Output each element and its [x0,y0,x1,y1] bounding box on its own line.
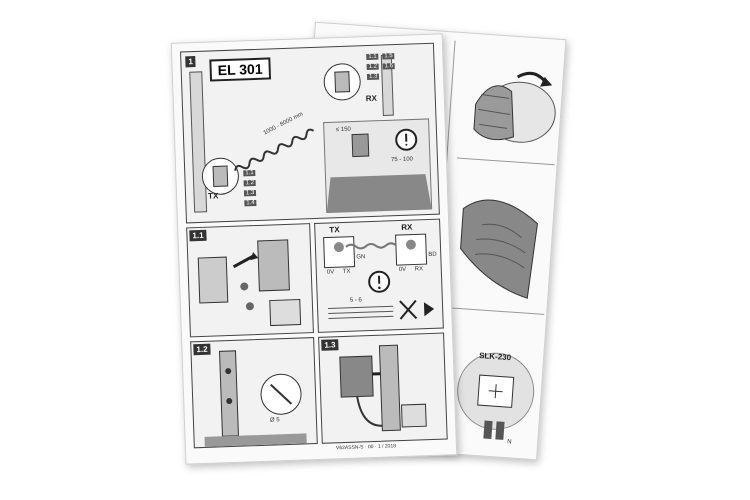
panel-1-3-label: 1.3 [321,339,339,351]
tx-ref: 1.3 [243,189,257,197]
panel-1-1: 1.1 [186,223,314,338]
footer-code: V62ASSN-S · 00 · 1 / 2018 [335,443,397,452]
tx-ref: 1.2 [243,179,257,187]
wiring-tx-label: TX [329,225,340,235]
terminal-0v-tx: 0V [326,269,335,276]
wiring-rx-label: RX [401,222,413,232]
dim-side: 75 - 100 [390,156,414,164]
terminal-tx: TX [342,268,351,276]
panel-1-3: 1.3 [318,332,448,444]
rx-label: RX [365,93,378,104]
tx-ref: 1.1 [243,169,256,177]
panel-wiring: TX RX GN BD 0V TX 0V RX 5 - 6 [314,218,444,333]
rx-ref: 1.5 [382,53,395,60]
tx-ref: 1.4 [244,199,257,207]
back-sheet-illustrations [426,40,556,444]
front-sheet: 1 EL 301 1000 - 8000 mm TX RX 1.1 1.5 1.… [170,33,458,465]
panel-1-2: 1.2 Ø 5 [190,337,318,449]
back-sheet: SLK-230 N [285,21,567,461]
wire-bd: BD [428,251,437,259]
panel-overview: 1 EL 301 1000 - 8000 mm TX RX 1.1 1.5 1.… [180,42,440,224]
wire-gn: GN [356,254,366,261]
step-number-badge: 1 [185,56,197,68]
dim-top: ≤ 150 [335,126,351,134]
drill-size: Ø 5 [269,417,280,424]
rx-ref: 1.2 [366,63,380,71]
drilling-illustration [204,350,307,447]
bracket-assembly-illustration [197,239,302,327]
tx-label: TX [207,191,219,201]
wiring-diagram [323,233,435,320]
rx-ref: 1.3 [366,73,380,81]
rx-ref: 1.1 [366,53,379,61]
product-title: EL 301 [209,57,271,82]
terminal-rx: RX [414,266,424,273]
overview-illustration [189,54,433,214]
panel-1-2-label: 1.2 [193,343,211,356]
pin-label: N [506,439,512,446]
terminal-0v-rx: 0V [398,266,407,274]
mounting-illustration [339,344,427,432]
strip-length: 5 - 6 [349,297,362,304]
panel-1-1-label: 1.1 [189,229,207,242]
rx-ref: 1.6 [382,63,396,70]
